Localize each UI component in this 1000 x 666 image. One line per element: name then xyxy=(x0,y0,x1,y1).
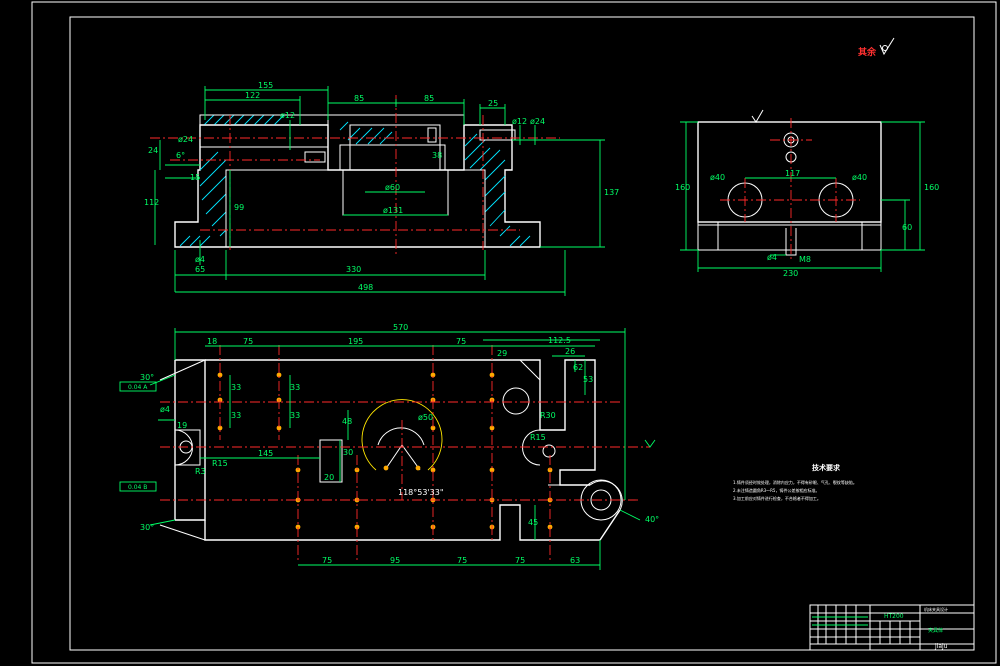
dim-phi24: ø24 xyxy=(178,135,193,144)
dim-38: 38 xyxy=(432,151,442,160)
dim-33-b: 33 xyxy=(231,411,241,420)
dim-bottom-75-c: 75 xyxy=(515,556,525,565)
dim-angle: 118°53'33" xyxy=(398,488,444,497)
side-view: 160 160 117 ø40 ø40 60 230 ø4 M8 xyxy=(675,109,939,278)
dim-195: 195 xyxy=(348,337,363,346)
title-part-name: 夹具体 xyxy=(928,627,943,634)
dim-24: 24 xyxy=(148,146,158,155)
dim-60: 60 xyxy=(902,223,912,232)
dim-phi40-right: ø40 xyxy=(852,173,867,182)
dim-r15-right: R15 xyxy=(530,433,546,442)
dim-6deg: 6° xyxy=(176,151,185,160)
dim-phi4: ø4 xyxy=(160,405,170,414)
tech-req-title: 技术要求 xyxy=(812,463,841,472)
dim-15: 15 xyxy=(190,173,200,182)
dim-bottom-63: 63 xyxy=(570,556,580,565)
dim-19: 19 xyxy=(177,421,187,430)
dim-bottom-95: 95 xyxy=(390,556,400,565)
dim-85-right: 85 xyxy=(424,94,434,103)
tolerance-b: 0.04 B xyxy=(128,484,147,491)
dim-48: 48 xyxy=(342,417,352,426)
dim-33-a: 33 xyxy=(231,383,241,392)
outer-frame xyxy=(31,1,997,664)
dim-155: 155 xyxy=(258,81,273,90)
dim-230: 230 xyxy=(783,269,798,278)
dim-570: 570 xyxy=(393,323,408,332)
title-code: jiaju xyxy=(934,643,948,650)
dim-137: 137 xyxy=(604,188,619,197)
dim-phi12b: ø12 xyxy=(512,117,527,126)
dim-112-5: 112.5 xyxy=(548,336,571,345)
dim-65: 65 xyxy=(195,265,205,274)
dim-r15-left: R15 xyxy=(212,459,228,468)
dim-62: 62 xyxy=(573,363,583,372)
dim-122: 122 xyxy=(245,91,260,100)
dim-phi60: ø60 xyxy=(385,183,400,192)
dim-160-right: 160 xyxy=(924,183,939,192)
dim-phi4: ø4 xyxy=(195,255,205,264)
dim-phi12: ø12 xyxy=(280,111,295,120)
dim-99: 99 xyxy=(234,203,244,212)
tech-req-line-3: 3.加工前应对铸件进行检查，不合格者不得加工。 xyxy=(733,495,821,501)
dim-bottom-75-b: 75 xyxy=(457,556,467,565)
title-block: HT200 机床夹具设计 夹具体 jiaju xyxy=(809,604,975,651)
dim-phi40-left: ø40 xyxy=(710,173,725,182)
dim-33-d: 33 xyxy=(290,411,300,420)
title-drawing-name: 机床夹具设计 xyxy=(924,606,948,612)
dim-75-b: 75 xyxy=(456,337,466,346)
dim-m8: M8 xyxy=(799,255,811,264)
dim-r3: R3 xyxy=(195,467,206,476)
dim-117: 117 xyxy=(785,169,800,178)
tech-req-line-1: 1.铸件须经时效处理，消除内应力，不得有砂眼、气孔、裂纹等缺陷。 xyxy=(733,479,857,485)
dim-r30: R30 xyxy=(540,411,556,420)
dim-112: 112 xyxy=(144,198,159,207)
dim-phi131: ø131 xyxy=(383,206,403,215)
dim-160-left: 160 xyxy=(675,183,690,192)
dim-phi4: ø4 xyxy=(767,253,777,262)
tech-req-line-2: 2.未注铸造圆角R3～R5，铸件公差按相应标准。 xyxy=(733,487,819,493)
dim-20: 20 xyxy=(324,473,334,482)
dim-bottom-75-a: 75 xyxy=(322,556,332,565)
dim-25: 25 xyxy=(488,99,498,108)
dim-45: 45 xyxy=(528,518,538,527)
front-view: 155 122 85 85 25 24 6° 15 112 99 137 ø12… xyxy=(144,81,619,296)
dim-40deg: 40° xyxy=(645,515,659,524)
dim-26: 26 xyxy=(565,347,575,356)
dim-phi50: ø50 xyxy=(418,413,433,422)
dim-18: 18 xyxy=(207,337,217,346)
dim-phi24b: ø24 xyxy=(530,117,545,126)
dim-29: 29 xyxy=(497,349,507,358)
dim-330: 330 xyxy=(346,265,361,274)
inner-frame xyxy=(69,16,975,651)
dim-498: 498 xyxy=(358,283,373,292)
dim-75-a: 75 xyxy=(243,337,253,346)
dim-85-left: 85 xyxy=(354,94,364,103)
dim-145: 145 xyxy=(258,449,273,458)
dim-33-c: 33 xyxy=(290,383,300,392)
tolerance-a: 0.04 A xyxy=(128,384,148,391)
dim-30deg-bottom: 30° xyxy=(140,523,154,532)
top-view: 570 112.5 18 75 195 75 29 26 62 53 30° 3… xyxy=(119,323,659,570)
dim-30: 30 xyxy=(343,448,353,457)
roughness-label: 其余 xyxy=(858,46,877,58)
tech-requirements: 技术要求 1.铸件须经时效处理，消除内应力，不得有砂眼、气孔、裂纹等缺陷。 2.… xyxy=(733,463,857,501)
roughness-symbol-icon xyxy=(879,37,895,56)
dim-53: 53 xyxy=(583,375,593,384)
title-material: HT200 xyxy=(884,613,904,620)
dim-30deg-top: 30° xyxy=(140,373,154,382)
